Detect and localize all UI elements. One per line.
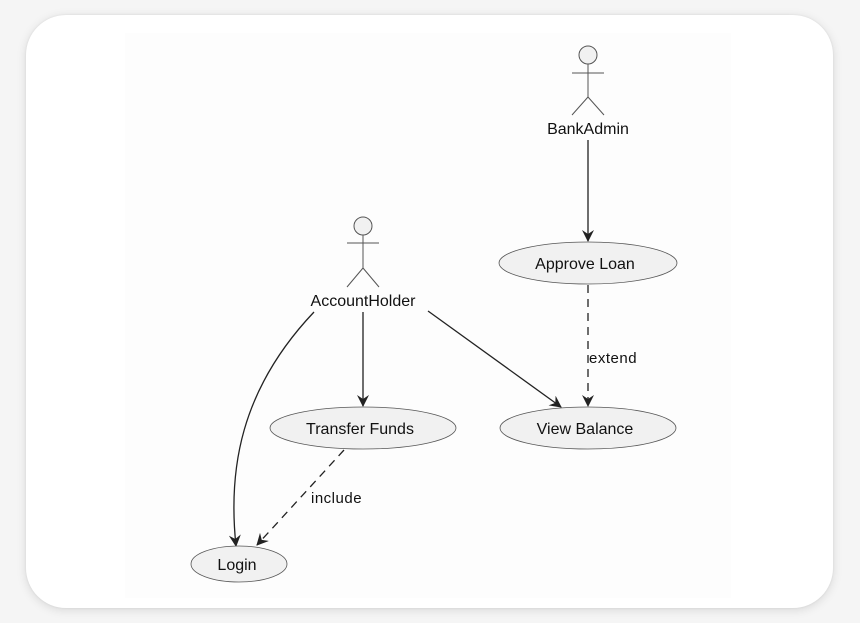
use-case-label: Login (217, 557, 256, 574)
use-case-label: Approve Loan (535, 256, 635, 273)
actor-leg-right-icon (587, 96, 605, 116)
actor-label: BankAdmin (547, 121, 629, 138)
diagram-canvas (125, 33, 731, 598)
use-case-ellipse (499, 406, 677, 450)
use-case-transfer-funds[interactable]: Transfer Funds (269, 406, 457, 450)
edge-label-extend: extend (589, 350, 637, 367)
edges (228, 140, 594, 547)
use-case-label: View Balance (537, 421, 634, 438)
use-case-label: Transfer Funds (306, 421, 414, 438)
actor-accountholder[interactable]: AccountHolder (311, 216, 417, 310)
edge-label-include: include (311, 490, 362, 507)
actor-head-icon (578, 45, 598, 65)
actor-leg-left-icon (346, 267, 364, 288)
actor-bankadmin[interactable]: BankAdmin (547, 45, 629, 138)
actor-leg-left-icon (571, 96, 589, 116)
use-case-ellipse (498, 241, 678, 285)
actor-leg-right-icon (362, 267, 380, 288)
diagram-card (26, 15, 833, 608)
use-case-view-balance[interactable]: View Balance (499, 406, 677, 450)
use-case-login[interactable]: Login (190, 545, 288, 583)
use-case-ellipse (269, 406, 457, 450)
actor-label: AccountHolder (311, 293, 417, 310)
edge-accountholder-view-balance (427, 310, 562, 408)
use-case-ellipse (190, 545, 288, 583)
edge-accountholder-login (228, 311, 315, 547)
actor-head-icon (353, 216, 373, 236)
use-case-approve-loan[interactable]: Approve Loan (498, 241, 678, 285)
edge-transfer-funds-login-include (256, 449, 345, 546)
